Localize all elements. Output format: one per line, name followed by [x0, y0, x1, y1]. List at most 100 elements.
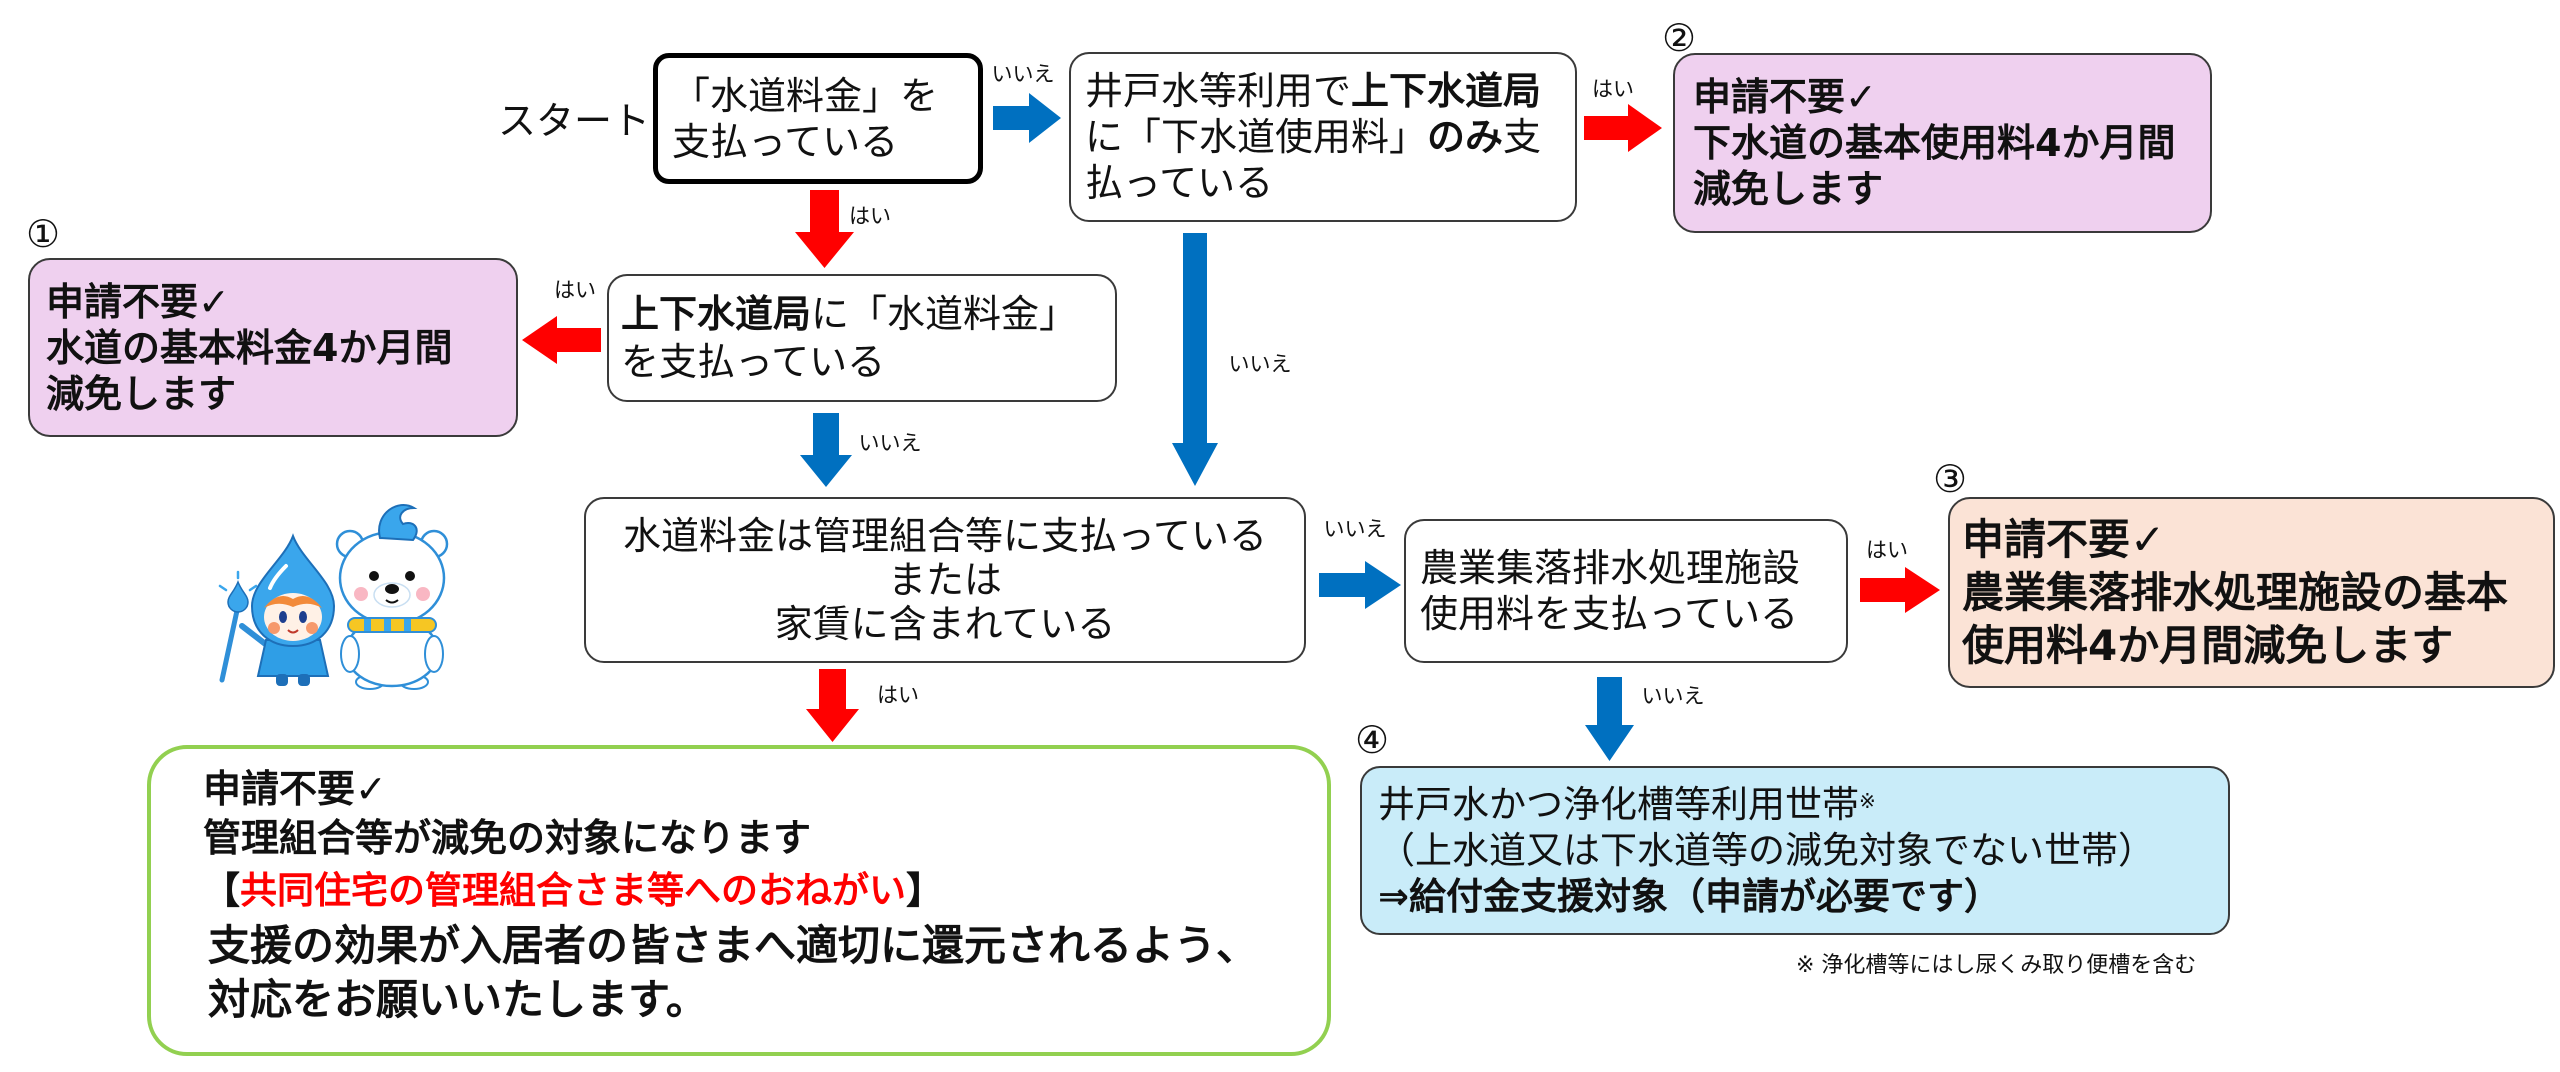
question-bureau-water-bill: 上下水道局に「水道料金」 を支払っている — [607, 274, 1117, 402]
bear-scarf-stripe — [364, 619, 371, 631]
node-line: 使用料を支払っている — [1420, 592, 1799, 636]
bear-scarf-stripe — [404, 619, 411, 631]
arrow-shape — [806, 669, 859, 742]
answer-label-yes: はい — [1866, 538, 1908, 562]
arrow-yes-well-sewer-to-outcome-2 — [1584, 104, 1662, 152]
bear-eye — [405, 571, 415, 581]
node-line: 管理組合等が減免の対象になります — [203, 816, 812, 860]
drop-highlight — [268, 564, 288, 590]
bear-scarf-stripe — [384, 619, 391, 631]
arrow-shape — [993, 93, 1061, 143]
node-text-bold: 上下水道局 — [1351, 69, 1542, 113]
start-label: スタート — [498, 99, 651, 143]
footnote: ※ 浄化槽等にはし尿くみ取り便槽を含む — [1796, 953, 2197, 978]
outcome-number-4: ④ — [1354, 718, 1390, 762]
arrow-yes-water-bill-to-bureau — [795, 190, 854, 268]
bear-mouth — [385, 599, 399, 604]
bracket-open: 【 — [203, 869, 240, 912]
arrow-yes-management-to-note — [806, 669, 859, 742]
answer-label-no: いいえ — [1323, 517, 1387, 541]
footnote-mark: ※ — [1859, 788, 1876, 813]
bear-arm — [424, 635, 444, 673]
node-line: 農業集落排水処理施設 — [1420, 546, 1801, 590]
answer-label-yes: はい — [849, 204, 891, 228]
wand-sparkle — [218, 570, 258, 592]
node-line: 申請不要✓ — [46, 279, 230, 324]
node-line: または — [887, 558, 1002, 602]
question-water-bill: 「水道料金」を 支払っている — [653, 53, 983, 184]
node-line: 使用料4か月間減免します — [1962, 621, 2454, 670]
drop-hair — [264, 596, 322, 608]
node-line: 対応をお願いいたします。 — [208, 975, 708, 1024]
bear-cheek — [354, 587, 368, 601]
node-line: 下水道の基本使用料4か月間 — [1693, 121, 2176, 165]
bear-muzzle — [373, 582, 411, 608]
node-line: 申請不要✓ — [1693, 75, 1877, 119]
node-line: 申請不要✓ — [1962, 515, 2166, 564]
drop-arm — [239, 623, 271, 649]
drop-eye — [299, 611, 307, 623]
answer-label-yes: はい — [877, 683, 919, 707]
node-text-bold: のみ — [1427, 115, 1504, 159]
arrow-shape — [1319, 561, 1401, 609]
bear-arm — [340, 635, 360, 673]
bear-tuft — [378, 503, 418, 542]
node-line: を支払っている — [621, 340, 886, 384]
outcome-rural-sewer-exemption: 申請不要✓ 農業集落排水処理施設の基本 使用料4か月間減免します — [1948, 497, 2555, 688]
node-line: 井戸水かつ浄化槽等利用世帯※ — [1378, 782, 2228, 828]
node-line: 上下水道局に「水道料金」 — [621, 290, 1115, 338]
answer-label-no: いいえ — [1228, 352, 1292, 376]
bear-head — [338, 530, 446, 626]
answer-label-yes: はい — [554, 278, 596, 302]
drop-leg — [298, 674, 310, 686]
outcome-number-2: ② — [1661, 16, 1697, 60]
node-line: （上水道又は下水道等の減免対象でない世帯） — [1378, 828, 2155, 872]
drop-eye — [279, 611, 287, 623]
node-line: 「水道料金」を — [672, 73, 939, 118]
wand-stick — [219, 603, 241, 683]
node-line: 水道料金は管理組合等に支払っている — [622, 514, 1268, 558]
node-line: 申請不要✓ — [203, 767, 387, 811]
arrow-shape — [1585, 677, 1634, 761]
node-text: 支 — [1503, 115, 1542, 159]
outcome-management-association: 申請不要✓ 管理組合等が減免の対象になります 【共同住宅の管理組合さま等へのおね… — [147, 745, 1331, 1056]
node-line: 水道の基本料金4か月間 — [46, 325, 453, 370]
node-line: 支払っている — [672, 119, 899, 164]
arrow-no-management-to-rural — [1319, 561, 1401, 609]
arrow-shape — [1860, 567, 1940, 613]
node-line: 減免します — [1693, 167, 1884, 211]
arrow-shape — [795, 190, 854, 268]
outcome-benefit-support: 井戸水かつ浄化槽等利用世帯※ （上水道又は下水道等の減免対象でない世帯） ⇒給付… — [1360, 766, 2230, 935]
node-line: 払っている — [1085, 161, 1274, 205]
arrow-no-rural-to-outcome-4 — [1585, 677, 1634, 761]
node-line: 井戸水等利用で上下水道局 — [1085, 68, 1575, 114]
node-text: に「下水道使用料」 — [1085, 115, 1428, 159]
arrow-no-bureau-to-management — [800, 413, 852, 487]
node-line: 農業集落排水処理施設の基本 — [1962, 568, 2509, 617]
arrow-shape — [522, 316, 601, 364]
bear-eye — [369, 571, 379, 581]
outcome-sewer-exemption: 申請不要✓ 下水道の基本使用料4か月間 減免します — [1673, 53, 2212, 233]
water-drop-mascot — [218, 533, 336, 686]
drop-cheek — [268, 622, 280, 634]
request-heading-text: 共同住宅の管理組合さま等へのおねがい — [240, 869, 906, 912]
arrow-shape — [1172, 233, 1218, 486]
bear-scarf — [347, 617, 437, 633]
wand-drop — [227, 579, 249, 613]
node-line: に「下水道使用料」のみ支 — [1085, 114, 1575, 160]
question-well-sewer-only: 井戸水等利用で上下水道局 に「下水道使用料」のみ支 払っている — [1069, 52, 1577, 222]
node-line: 減免します — [46, 371, 237, 416]
node-text-bold: 上下水道局 — [621, 292, 812, 336]
arrow-no-well-sewer-to-management — [1172, 233, 1218, 486]
node-text: 井戸水かつ浄化槽等利用世帯 — [1378, 782, 1859, 826]
drop-mouth — [287, 629, 299, 634]
node-line: 家賃に含まれている — [774, 602, 1116, 646]
mascots — [218, 503, 449, 690]
answer-label-yes: はい — [1592, 77, 1634, 101]
node-line: 支援の効果が入居者の皆さまへ適切に還元されるよう、 — [208, 921, 1259, 970]
drop-cheek — [306, 622, 318, 634]
request-heading: 【共同住宅の管理組合さま等へのおねがい】 — [203, 863, 1327, 919]
arrow-no-water-bill-to-well-sewer — [993, 93, 1061, 143]
outcome-number-1: ① — [25, 212, 61, 256]
polar-bear-mascot — [335, 503, 449, 690]
